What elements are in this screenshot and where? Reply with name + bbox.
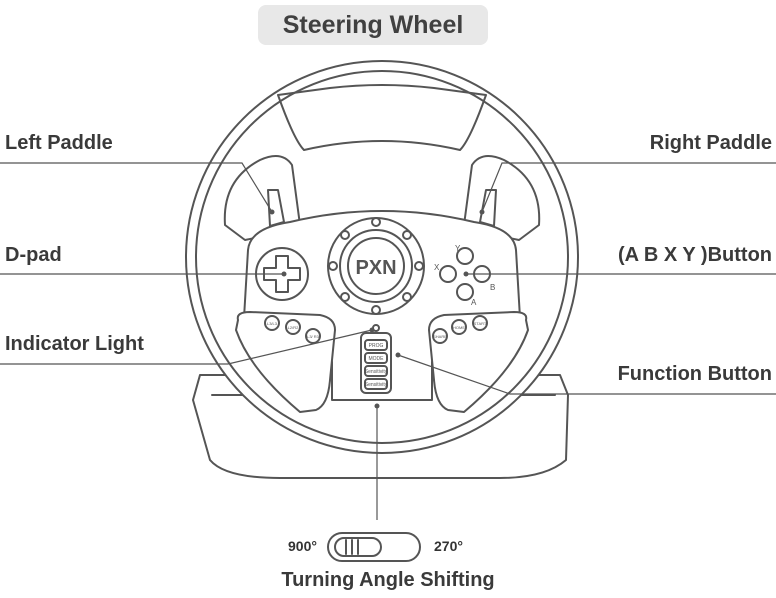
function-button-label: PROG (369, 343, 384, 349)
label-right-paddle: Right Paddle (649, 132, 772, 154)
logo-ring-mid (339, 229, 413, 303)
diagram-title: Steering Wheel (258, 5, 488, 45)
wheel-rim-inner (195, 70, 569, 444)
grip-button-label: L2/R2 (288, 325, 299, 330)
label-turning-angle-shifting: Turning Angle Shifting (281, 569, 495, 591)
grip-button-label: L3/ R3 (307, 334, 320, 339)
x-button-shape (439, 265, 457, 283)
leader-left-paddle (0, 162, 273, 213)
y-label: Y (455, 244, 461, 253)
label-indicator-light: Indicator Light (5, 333, 144, 355)
grip-button-label: HOME (453, 325, 465, 330)
x-label: X (434, 263, 440, 272)
angle-270-label: 270° (434, 538, 463, 554)
left-paddle-shape (267, 189, 285, 227)
a-button-shape (456, 283, 474, 301)
label-function-button: Function Button (617, 363, 772, 385)
leader-function (397, 354, 776, 395)
leader-indicator (0, 329, 373, 365)
top-spoke (277, 84, 487, 151)
label-abxy-button: (A B X Y )Button (617, 244, 772, 266)
left-grip (235, 311, 336, 413)
grip-button-label: SHARE (433, 334, 447, 339)
a-label: A (471, 298, 477, 307)
logo-text: PXN (355, 257, 396, 279)
grip-button-label: START (474, 321, 487, 326)
label-left-paddle: Left Paddle (5, 132, 113, 154)
function-button-label: Sensitivity (365, 369, 388, 375)
function-button-label: MODE (369, 356, 385, 362)
angle-900-label: 900° (288, 538, 317, 554)
leader-right-paddle (481, 162, 776, 213)
function-button-label: Sensitivity (365, 382, 388, 388)
logo-ring-inner (347, 237, 405, 295)
right-paddle-shape (479, 189, 497, 227)
right-grip (428, 311, 529, 413)
label-dpad: D-pad (5, 244, 62, 266)
grip-button-label: L3/L3 (267, 321, 278, 326)
y-button-shape (456, 247, 474, 265)
b-label: B (490, 283, 495, 292)
